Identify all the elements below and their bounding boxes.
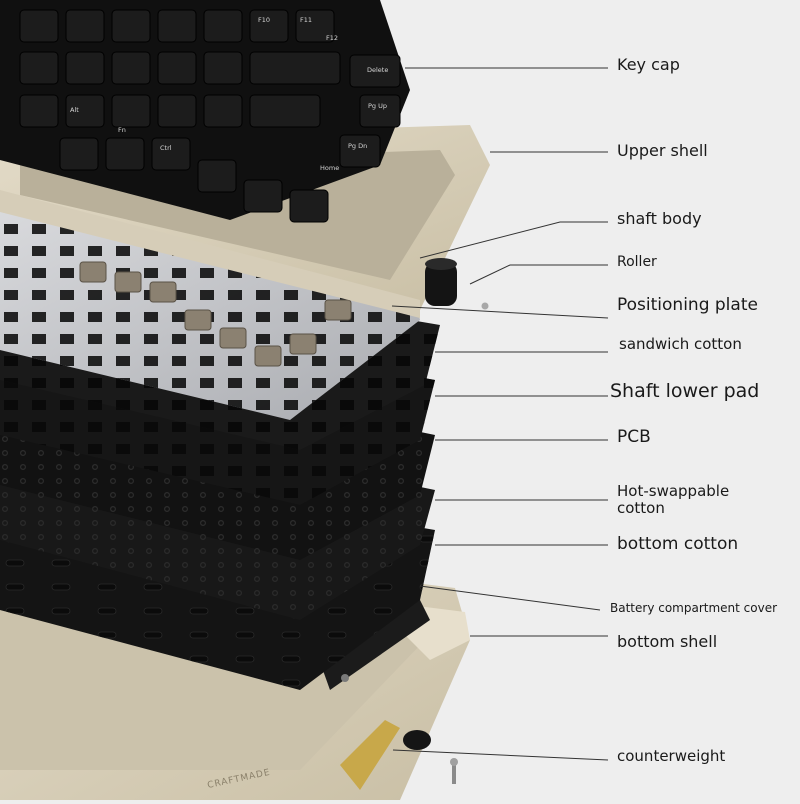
leader-line-roller bbox=[469, 264, 608, 285]
label-pcb: PCB bbox=[617, 427, 651, 447]
label-bottom-cotton: bottom cotton bbox=[617, 534, 739, 554]
label-positioning-plate: Positioning plate bbox=[617, 295, 758, 315]
keycap-legend-home: Home bbox=[320, 164, 339, 172]
counterweight bbox=[340, 720, 458, 790]
keycap-legend-fn: Fn bbox=[118, 126, 126, 134]
leader-lines bbox=[391, 67, 609, 761]
label-bottom-shell: bottom shell bbox=[617, 632, 718, 651]
label-upper-shell: Upper shell bbox=[617, 141, 708, 160]
label-shaft-body: shaft body bbox=[617, 209, 702, 228]
label-key-cap: Key cap bbox=[617, 55, 680, 74]
leader-line-shaft-body bbox=[419, 221, 608, 259]
leader-line-battery-compartment-cover bbox=[419, 585, 601, 611]
label-hot-swappable-cotton: Hot-swappable cotton bbox=[617, 482, 730, 518]
keycap-legend-alt: Alt bbox=[70, 106, 79, 114]
key-caps: F10 F11 F12 Delete Pg Up Pg Dn Home Ctrl… bbox=[0, 0, 410, 223]
keycap-legend-delete: Delete bbox=[367, 66, 388, 74]
keycap-legend-ctrl: Ctrl bbox=[160, 144, 172, 152]
keycap-legend-f10: F10 bbox=[258, 16, 270, 24]
label-counterweight: counterweight bbox=[617, 747, 726, 765]
leader-line-counterweight bbox=[392, 749, 609, 761]
keycap-legend-f12: F12 bbox=[326, 34, 338, 42]
label-sandwich-cotton: sandwich cotton bbox=[619, 335, 742, 353]
label-battery-compartment-cover: Battery compartment cover bbox=[610, 601, 778, 615]
label-shaft-lower-pad: Shaft lower pad bbox=[610, 380, 760, 402]
keycap-legend-pg-up: Pg Up bbox=[368, 102, 387, 110]
roller bbox=[425, 258, 489, 310]
keycap-legend-pg-dn: Pg Dn bbox=[348, 142, 367, 150]
keycap-legend-f11: F11 bbox=[300, 16, 312, 24]
leader-line-positioning-plate bbox=[391, 305, 609, 319]
label-roller: Roller bbox=[617, 254, 657, 270]
